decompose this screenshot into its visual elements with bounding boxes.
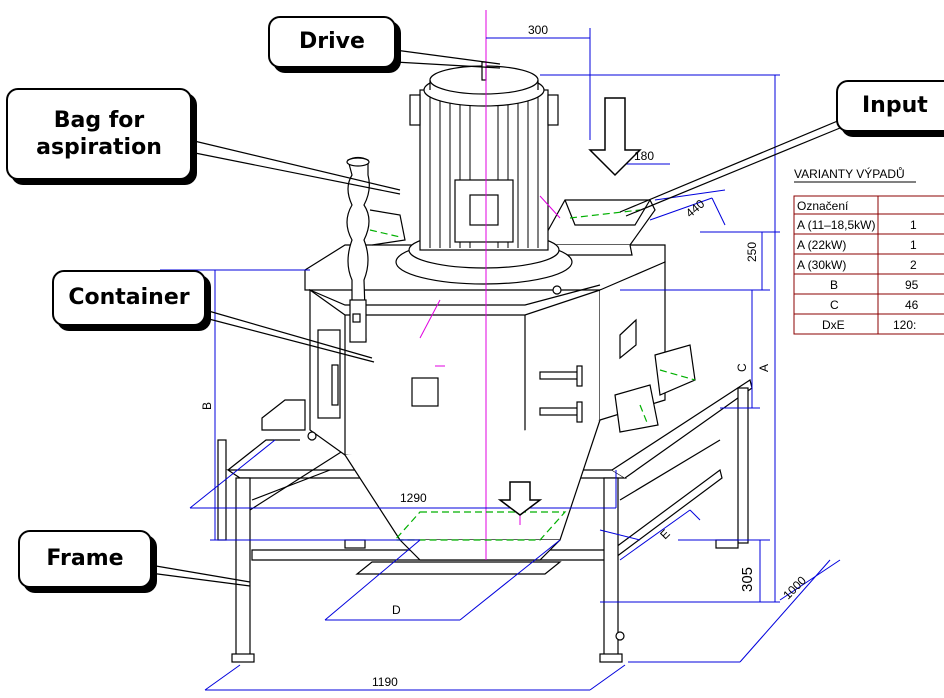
table-row-label: DxE bbox=[822, 318, 845, 332]
center-lines bbox=[419, 10, 561, 560]
callout-bag-label-line2: aspiration bbox=[36, 135, 162, 160]
callout-drive: Drive bbox=[268, 16, 396, 68]
callout-container-label: Container bbox=[68, 285, 190, 311]
dim-305: 305 bbox=[739, 567, 756, 592]
dim-1190: 1190 bbox=[372, 675, 398, 689]
table-row-label: A (30kW) bbox=[797, 258, 846, 272]
callout-frame: Frame bbox=[18, 530, 152, 588]
dim-300: 300 bbox=[528, 23, 548, 37]
dim-e: E bbox=[657, 527, 673, 543]
frame bbox=[217, 379, 753, 663]
container-body bbox=[261, 244, 696, 641]
table-header: Označení bbox=[797, 199, 849, 213]
callout-container: Container bbox=[52, 270, 206, 326]
dim-440: 440 bbox=[683, 196, 708, 220]
callout-bag-for-aspiration: Bag for aspiration bbox=[6, 88, 192, 180]
leader-lines bbox=[149, 49, 841, 587]
table-row-value: 1 bbox=[910, 238, 917, 252]
dim-180: 180 bbox=[634, 149, 654, 163]
table-row-value: 46 bbox=[905, 298, 919, 312]
variants-table: VARIANTY VÝPADŮ Označení A (11–18,5kW) 1… bbox=[793, 166, 944, 335]
aspiration-bag bbox=[346, 156, 406, 343]
dim-c: C bbox=[735, 363, 749, 372]
hidden-lines bbox=[369, 209, 696, 541]
motor bbox=[395, 61, 573, 285]
dim-1290: 1290 bbox=[400, 491, 427, 505]
callout-input-label: Input bbox=[862, 93, 928, 119]
table-row-label: A (22kW) bbox=[797, 238, 846, 252]
dim-a: A bbox=[757, 364, 771, 372]
arrow-icon bbox=[497, 97, 642, 516]
table-row-value: 2 bbox=[910, 258, 917, 272]
table-title: VARIANTY VÝPADŮ bbox=[794, 166, 905, 181]
table-row-value: 95 bbox=[905, 278, 919, 292]
dim-b: B bbox=[200, 402, 214, 410]
table-row-label: A (11–18,5kW) bbox=[797, 218, 875, 232]
dimension-lines bbox=[160, 28, 841, 691]
callout-frame-label: Frame bbox=[46, 546, 124, 572]
dim-1000: 1000 bbox=[780, 573, 809, 602]
table-row-value: 120: bbox=[893, 318, 916, 332]
callout-drive-label: Drive bbox=[299, 29, 365, 55]
table-row-label: C bbox=[830, 298, 839, 312]
dim-d: D bbox=[392, 603, 401, 617]
table-row-value: 1 bbox=[910, 218, 917, 232]
callout-bag-label-line1: Bag for bbox=[53, 107, 145, 133]
callout-input: Input bbox=[836, 80, 944, 132]
dim-250: 250 bbox=[745, 242, 759, 262]
table-row-label: B bbox=[830, 278, 838, 292]
